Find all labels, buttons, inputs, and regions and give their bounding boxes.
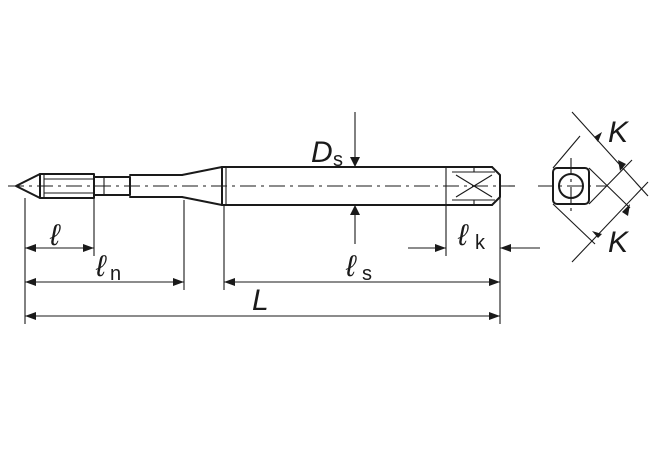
L-arrow-left <box>25 312 36 320</box>
square-flats <box>452 171 495 201</box>
tap-end-view: K K <box>538 111 649 263</box>
k-top-extension-2 <box>588 159 633 205</box>
k-bottom-extension-2 <box>552 203 596 245</box>
ds-label-subscript: s <box>333 149 343 171</box>
k-bottom-label: K <box>608 226 630 259</box>
ls-dimension: ℓ s <box>224 250 500 286</box>
ln-dimension: ℓ n <box>25 250 184 286</box>
k-top-dim-line <box>571 111 649 197</box>
ls-label: ℓ <box>345 250 357 283</box>
ds-dimension: D s <box>311 112 360 244</box>
k-top-arrow-b <box>618 160 626 171</box>
tap-side-view <box>8 166 515 206</box>
ln-arrow-left <box>25 278 36 286</box>
L-label: L <box>252 284 269 317</box>
k-bottom-extension-1 <box>588 167 631 209</box>
l-arrow-right <box>83 244 94 252</box>
lk-arrow-right <box>500 244 511 252</box>
ln-arrow-right <box>173 278 184 286</box>
k-top-arrow-a <box>594 132 602 142</box>
overall-length-dimension: L <box>25 284 500 320</box>
ls-arrow-right <box>489 278 500 286</box>
k-bottom-dim-line <box>571 181 649 263</box>
ds-arrow-bottom <box>350 205 360 215</box>
neck <box>129 174 183 198</box>
l-label: ℓ <box>49 219 61 252</box>
l-dimension: ℓ <box>25 219 94 252</box>
neck-taper <box>181 166 223 206</box>
lk-dimension: ℓ k <box>408 219 540 254</box>
ds-label: D <box>311 136 333 169</box>
lk-label: ℓ <box>457 219 469 252</box>
extension-lines <box>24 197 501 324</box>
L-arrow-right <box>489 312 500 320</box>
k-top-label: K <box>608 116 630 149</box>
k-top-extension-1 <box>552 135 581 169</box>
k-bottom-arrow-a <box>622 204 630 216</box>
ln-label-subscript: n <box>110 263 121 285</box>
square-end <box>491 166 501 206</box>
l-arrow-left <box>25 244 36 252</box>
ds-arrow-top <box>350 157 360 167</box>
k-bottom-arrow-b <box>592 231 602 238</box>
lk-label-subscript: k <box>475 232 486 254</box>
ls-label-subscript: s <box>362 263 372 285</box>
lk-arrow-left <box>435 244 446 252</box>
ls-arrow-left <box>224 278 235 286</box>
ln-label: ℓ <box>95 250 107 283</box>
